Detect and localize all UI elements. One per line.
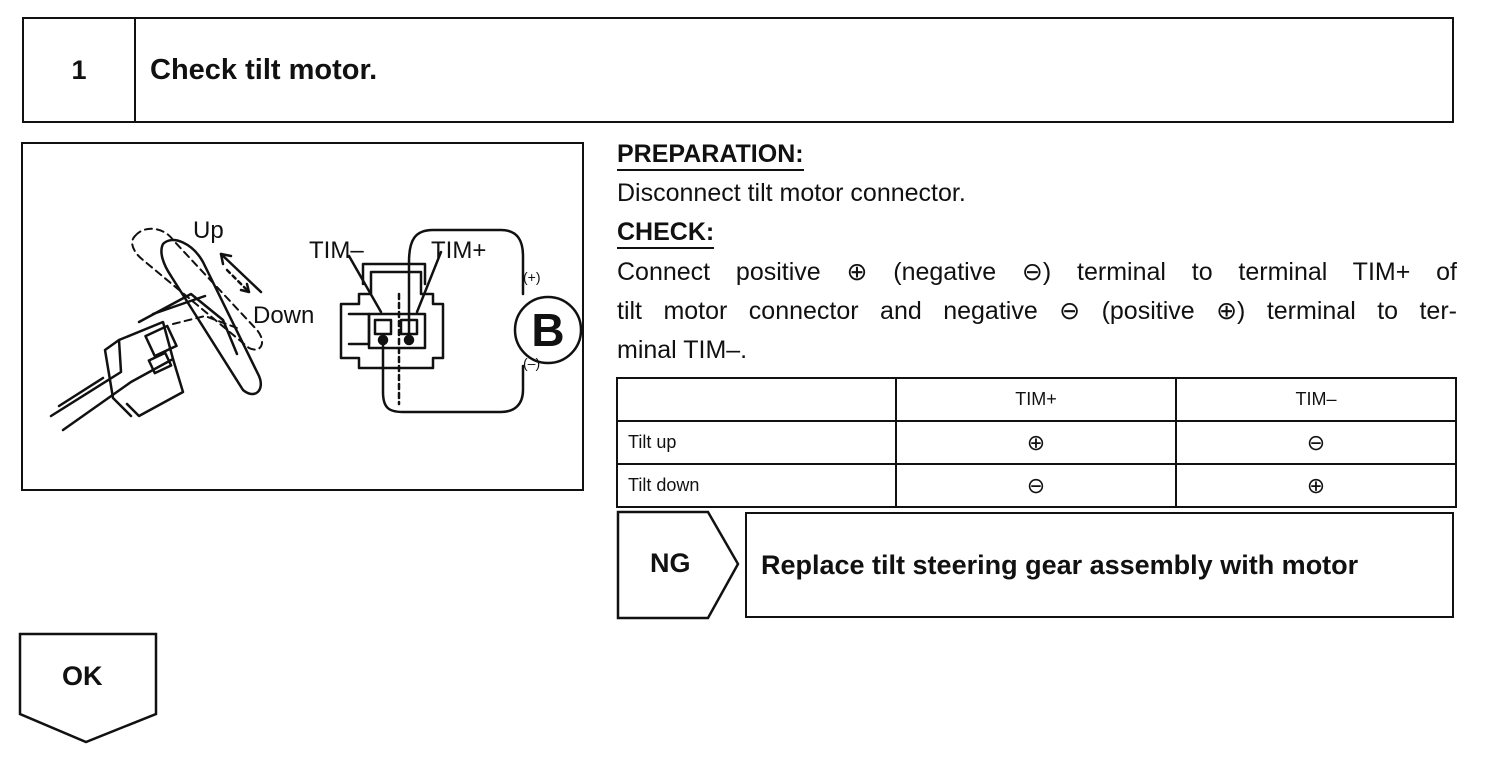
ng-action-box: Replace tilt steering gear assembly with… bbox=[745, 512, 1454, 618]
check-text-line: Connect positive ⊕ (negative ⊖) terminal… bbox=[617, 258, 1457, 286]
table-header-cell: TIM+ bbox=[895, 377, 1177, 422]
table-cell: ⊖ bbox=[895, 463, 1177, 508]
check-text-line: minal TIM–. bbox=[617, 336, 748, 364]
tim-plus-label: TIM+ bbox=[431, 237, 487, 264]
table-cell: Tilt up bbox=[616, 420, 897, 465]
preparation-heading: PREPARATION: bbox=[617, 142, 804, 171]
check-text: Connect positive ⊕ (negative ⊖) terminal… bbox=[617, 253, 1457, 370]
down-label: Down bbox=[253, 302, 315, 329]
ng-arrow-shape bbox=[616, 510, 740, 620]
step-header: 1 Check tilt motor. bbox=[22, 17, 1454, 123]
table-row: Tilt down ⊖ ⊕ bbox=[616, 463, 1457, 508]
step-number: 1 bbox=[24, 19, 136, 121]
table-cell: ⊖ bbox=[1175, 420, 1457, 465]
table-row: Tilt up ⊕ ⊖ bbox=[616, 420, 1457, 465]
table-header-cell: TIM– bbox=[1175, 377, 1457, 422]
table-header-row: TIM+ TIM– bbox=[616, 377, 1457, 422]
check-table: TIM+ TIM– Tilt up ⊕ ⊖ Tilt down ⊖ ⊕ bbox=[616, 377, 1457, 508]
ok-label: OK bbox=[62, 661, 103, 691]
battery-plus-label: (+) bbox=[523, 269, 541, 285]
tilt-motor-diagram bbox=[49, 227, 582, 432]
ok-arrow-shape bbox=[18, 632, 158, 744]
table-cell: ⊕ bbox=[895, 420, 1177, 465]
table-cell: Tilt down bbox=[616, 463, 897, 508]
tilt-motor-illustration: Up Down TIM– TIM+ B (+) (–) bbox=[21, 142, 584, 491]
preparation-text: Disconnect tilt motor connector. bbox=[617, 179, 966, 207]
battery-minus-label: (–) bbox=[523, 355, 541, 371]
table-header-cell bbox=[616, 377, 897, 422]
battery-label: B bbox=[531, 304, 565, 356]
check-heading: CHECK: bbox=[617, 220, 715, 249]
tim-minus-label: TIM– bbox=[309, 237, 364, 264]
up-label: Up bbox=[193, 217, 224, 244]
ng-label: NG bbox=[650, 548, 691, 578]
table-cell: ⊕ bbox=[1175, 463, 1457, 508]
check-text-line: tilt motor connector and negative ⊖ (pos… bbox=[617, 297, 1457, 325]
step-title: Check tilt motor. bbox=[150, 53, 378, 86]
